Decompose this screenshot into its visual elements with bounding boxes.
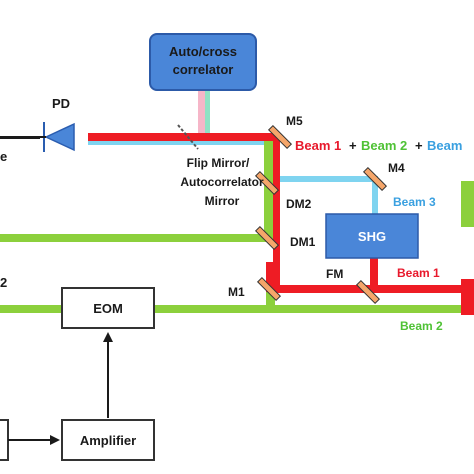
red-vertical-beam — [273, 137, 280, 292]
eom-label: EOM — [93, 301, 123, 316]
m1-green-link — [266, 292, 275, 307]
correlator-feed-beam — [198, 88, 205, 136]
m5-label: M5 — [286, 114, 303, 128]
amplifier-label: Amplifier — [80, 433, 136, 448]
m1-label: M1 — [228, 285, 245, 299]
mirror-icon — [362, 166, 388, 192]
beam2-green-path — [0, 305, 463, 313]
mirror-icon — [254, 225, 280, 251]
green-left-beam — [0, 234, 273, 242]
combined-plus1: + — [349, 138, 357, 153]
green-vertical-beam — [264, 141, 273, 241]
left-fragment-2: 2 — [0, 275, 7, 290]
photodiode-icon — [40, 122, 75, 152]
correlator-label-line2: correlator — [173, 62, 234, 77]
beam2-label: Beam 2 — [400, 319, 443, 333]
combined-beam-cyan — [88, 141, 268, 145]
shg-label: SHG — [358, 229, 386, 244]
mirror-icon — [355, 279, 381, 305]
flip-mirror-label-line2: Autocorrelator — [180, 175, 264, 189]
combined-beam2-label: Beam 2 — [361, 138, 407, 153]
left-fragment-e: e — [0, 149, 7, 164]
mirror-icon — [254, 170, 280, 196]
combined-beam3-label: Beam — [427, 138, 462, 153]
combined-beam1-label: Beam 1 — [295, 138, 341, 153]
correlator-label-line1: Auto/cross — [169, 44, 237, 59]
eom-block — [61, 287, 155, 329]
m1-red-link — [266, 262, 275, 293]
source-block-partial — [0, 419, 9, 461]
flip-mirror-icon — [177, 124, 199, 150]
dm1-label: DM1 — [290, 235, 316, 249]
combined-beam-red — [88, 133, 278, 141]
beam1-label: Beam 1 — [397, 266, 440, 280]
m4-label: M4 — [388, 161, 405, 175]
beam3-label: Beam 3 — [393, 195, 436, 209]
dm2-label: DM2 — [286, 197, 312, 211]
mirror-icon — [267, 124, 293, 150]
right-red-block — [461, 279, 474, 315]
fm-label: FM — [326, 267, 343, 281]
right-green-block — [461, 181, 474, 227]
correlator-block — [149, 33, 257, 91]
mirror-icon — [256, 276, 282, 302]
correlator-feed-beam-secondary — [205, 88, 210, 136]
shg-red-output — [370, 258, 378, 292]
amplifier-block — [61, 419, 155, 461]
pd-output-line — [0, 136, 40, 139]
flip-mirror-label-line1: Flip Mirror/ — [187, 156, 250, 170]
cyan-horizontal-beam — [280, 176, 378, 182]
combined-plus2: + — [415, 138, 423, 153]
shg-block — [325, 213, 419, 259]
pd-label: PD — [52, 96, 70, 111]
cyan-vertical-beam — [372, 176, 378, 214]
flip-mirror-label-line3: Mirror — [205, 194, 240, 208]
